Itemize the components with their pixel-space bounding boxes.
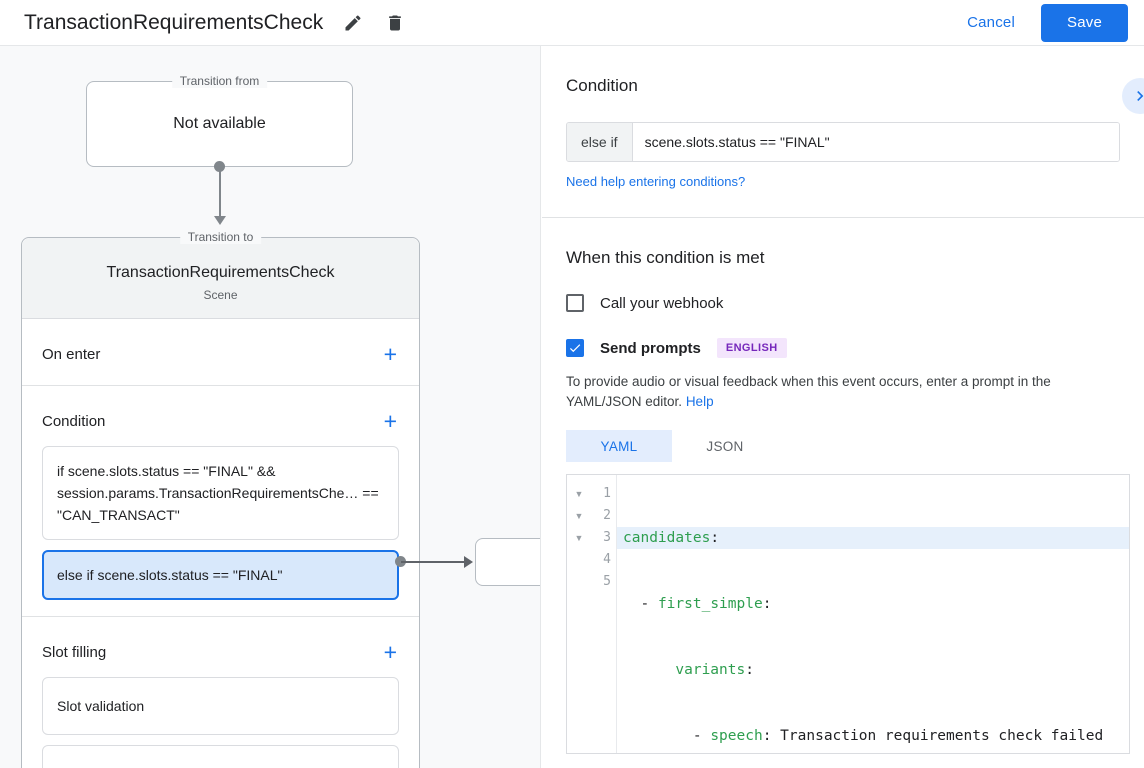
editor-line-numbers: 1 2 3 4 5	[591, 475, 617, 753]
cancel-button[interactable]: Cancel	[955, 6, 1027, 39]
line-number: 4	[603, 552, 611, 567]
add-slot-filling-button[interactable]: +	[383, 639, 397, 665]
prompts-description-text: To provide audio or visual feedback when…	[566, 374, 1051, 409]
connector-line-vertical	[219, 166, 221, 218]
fold-toggle-icon[interactable]: ▼	[574, 489, 584, 499]
prompts-description: To provide audio or visual feedback when…	[566, 372, 1118, 412]
code-indent	[623, 728, 693, 744]
section-header-slot-filling: Slot filling +	[22, 617, 419, 669]
condition-heading-row: Condition	[566, 46, 1120, 96]
section-body-slot-filling: Slot validation TransactionRequirementsC…	[22, 669, 419, 768]
editor-code-area[interactable]: candidates: - first_simple: variants: - …	[617, 475, 1129, 753]
section-title-on-enter: On enter	[42, 345, 101, 363]
webhook-row[interactable]: Call your webhook	[566, 294, 1120, 312]
slot-filling-item[interactable]: TransactionRequirementsCheck	[42, 745, 399, 768]
when-condition-met-heading: When this condition is met	[566, 248, 765, 267]
prompts-help-link[interactable]: Help	[685, 394, 714, 409]
trash-icon[interactable]	[383, 11, 407, 35]
condition-item-selected[interactable]: else if scene.slots.status == "FINAL"	[42, 550, 399, 600]
condition-field[interactable]: else if	[566, 122, 1120, 162]
line-number: 2	[603, 508, 611, 523]
scene-name: TransactionRequirementsCheck	[106, 264, 335, 281]
line-number: 5	[603, 574, 611, 589]
add-on-enter-button[interactable]: +	[383, 341, 397, 367]
condition-input[interactable]	[632, 123, 1119, 161]
save-button[interactable]: Save	[1041, 3, 1128, 42]
condition-item[interactable]: if scene.slots.status == "FINAL" && sess…	[42, 446, 399, 540]
details-panel: Condition else if Need help entering con…	[542, 46, 1144, 768]
page-title: TransactionRequirementsCheck	[24, 10, 324, 34]
section-title-condition: Condition	[42, 412, 106, 430]
flow-canvas[interactable]: Transition from Not available Transition…	[0, 46, 541, 768]
code-value: Transaction requirements check failed	[771, 728, 1104, 744]
connector-arrow-down	[214, 216, 226, 225]
code-editor[interactable]: ▼ ▼ ▼ 1 2 3 4 5 candidates: - first_simp…	[566, 474, 1130, 754]
connector-dot-condition	[395, 556, 406, 567]
code-indent	[623, 662, 675, 678]
chevron-right-icon[interactable]	[1122, 78, 1144, 114]
checkmark-icon	[569, 344, 581, 353]
connector-arrow-right	[464, 556, 473, 568]
condition-help-link[interactable]: Need help entering conditions?	[566, 174, 746, 189]
code-key: variants	[675, 662, 746, 678]
line-number: 1	[603, 486, 611, 501]
code-colon: :	[745, 662, 754, 678]
transition-to-legend: Transition to	[179, 230, 262, 244]
code-line: variants:	[617, 659, 1129, 681]
condition-prefix-label: else if	[567, 123, 633, 161]
code-dash: -	[692, 728, 711, 744]
section-header-condition: Condition +	[22, 386, 419, 438]
send-prompts-row[interactable]: Send prompts ENGLISH	[566, 338, 1120, 358]
editor-format-tabs: YAML JSON	[566, 430, 1120, 462]
code-line: candidates:	[617, 527, 1129, 549]
line-number: 3	[603, 530, 611, 545]
scene-type: Scene	[203, 288, 238, 302]
call-webhook-checkbox[interactable]	[566, 294, 584, 312]
pencil-icon[interactable]	[341, 11, 365, 35]
code-colon: :	[762, 728, 772, 744]
connector-line-horizontal	[401, 561, 465, 563]
add-condition-button[interactable]: +	[383, 408, 397, 434]
tab-json[interactable]: JSON	[706, 438, 744, 454]
transition-from-card: Transition from Not available	[86, 74, 353, 167]
code-line: - speech: Transaction requirements check…	[617, 725, 1129, 747]
section-header-on-enter: On enter +	[22, 319, 419, 371]
code-key: candidates	[623, 530, 711, 546]
scene-header: TransactionRequirementsCheck Scene	[22, 238, 419, 319]
send-prompts-checkbox[interactable]	[566, 339, 584, 357]
condition-heading: Condition	[566, 76, 638, 95]
fold-toggle-icon[interactable]: ▼	[574, 533, 584, 543]
section-body-condition: if scene.slots.status == "FINAL" && sess…	[22, 438, 419, 616]
transition-to-card: Transition to TransactionRequirementsChe…	[21, 230, 420, 768]
code-colon: :	[762, 596, 772, 612]
when-condition-met-section: When this condition is met Call your web…	[542, 218, 1144, 754]
code-colon: :	[710, 530, 720, 546]
condition-section: Condition else if Need help entering con…	[542, 46, 1144, 191]
language-badge: ENGLISH	[716, 338, 787, 358]
section-slot-filling: Slot filling + Slot validation Transacti…	[22, 617, 419, 768]
transition-from-value: Not available	[173, 115, 266, 132]
transition-from-legend: Transition from	[171, 74, 268, 88]
code-dash: -	[640, 596, 658, 612]
section-body-on-enter	[22, 371, 419, 385]
code-key: first_simple	[657, 596, 763, 612]
section-title-slot-filling: Slot filling	[42, 643, 107, 661]
slot-filling-item[interactable]: Slot validation	[42, 677, 399, 735]
fold-toggle-icon[interactable]: ▼	[574, 511, 584, 521]
section-divider	[542, 217, 1144, 218]
target-node-card[interactable]	[475, 538, 540, 586]
code-key: speech	[710, 728, 763, 744]
call-webhook-label: Call your webhook	[600, 294, 724, 312]
code-indent	[623, 596, 640, 612]
tab-yaml[interactable]: YAML	[566, 430, 672, 462]
app-header: TransactionRequirementsCheck Cancel Save	[0, 0, 1144, 46]
section-on-enter: On enter +	[22, 319, 419, 386]
code-line: - first_simple:	[617, 593, 1129, 615]
editor-fold-column: ▼ ▼ ▼	[567, 475, 591, 753]
send-prompts-label: Send prompts	[600, 339, 701, 357]
section-condition: Condition + if scene.slots.status == "FI…	[22, 386, 419, 617]
